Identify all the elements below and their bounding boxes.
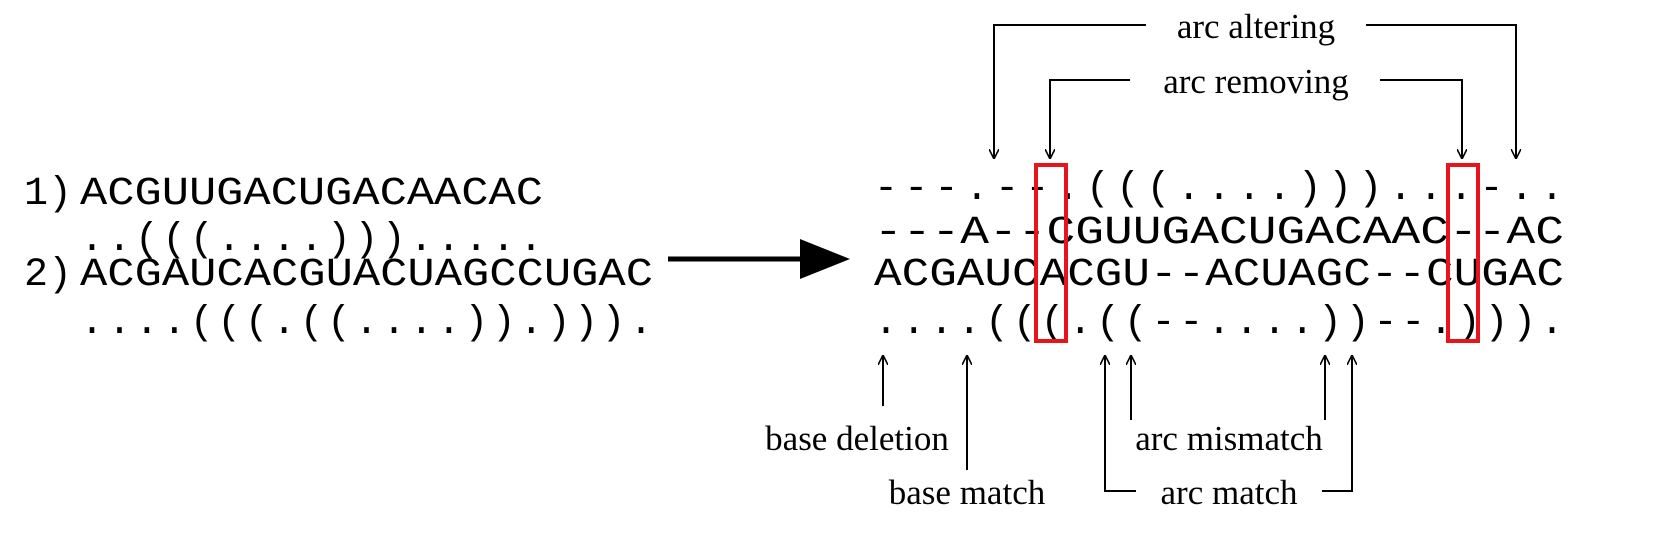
arc-match-arrow-left xyxy=(1105,356,1136,492)
arc-removing-leader-left xyxy=(1050,79,1130,158)
label-arc-match: arc match xyxy=(1161,473,1298,512)
alignment-row-2: ---A--CGUUGACUGACAAC--AC xyxy=(874,211,1564,256)
label-arc-altering: arc altering xyxy=(1177,7,1335,46)
label-arc-removing: arc removing xyxy=(1163,62,1349,101)
seq2-structure: ....(((.((....)).))). xyxy=(80,301,653,346)
highlight-box-left xyxy=(1034,163,1068,343)
label-base-match: base match xyxy=(889,473,1046,512)
label-arc-mismatch: arc mismatch xyxy=(1135,419,1323,458)
arc-altering-leader-left xyxy=(994,24,1146,158)
seq1-structure: ..(((....)))..... xyxy=(80,218,543,263)
seq1-sequence: ACGUUGACUGACAACAC xyxy=(80,172,543,217)
alignment-row-1: ---.--.(((....)))...-.. xyxy=(874,167,1564,212)
highlight-box-right xyxy=(1446,163,1480,343)
seq2-sequence: ACGAUCACGUACUAGCCUGAC xyxy=(80,253,653,298)
transform-arrow-head xyxy=(800,239,850,279)
seq1-number: 1) xyxy=(24,172,72,217)
label-base-deletion: base deletion xyxy=(765,419,949,458)
arc-altering-leader-right xyxy=(1366,24,1516,158)
alignment-row-3: ACGAUCACGU--ACUAGC--CUGAC xyxy=(874,253,1564,298)
seq2-number: 2) xyxy=(24,253,72,298)
arc-removing-leader-right xyxy=(1380,79,1462,158)
arc-match-arrow-right xyxy=(1322,356,1352,492)
